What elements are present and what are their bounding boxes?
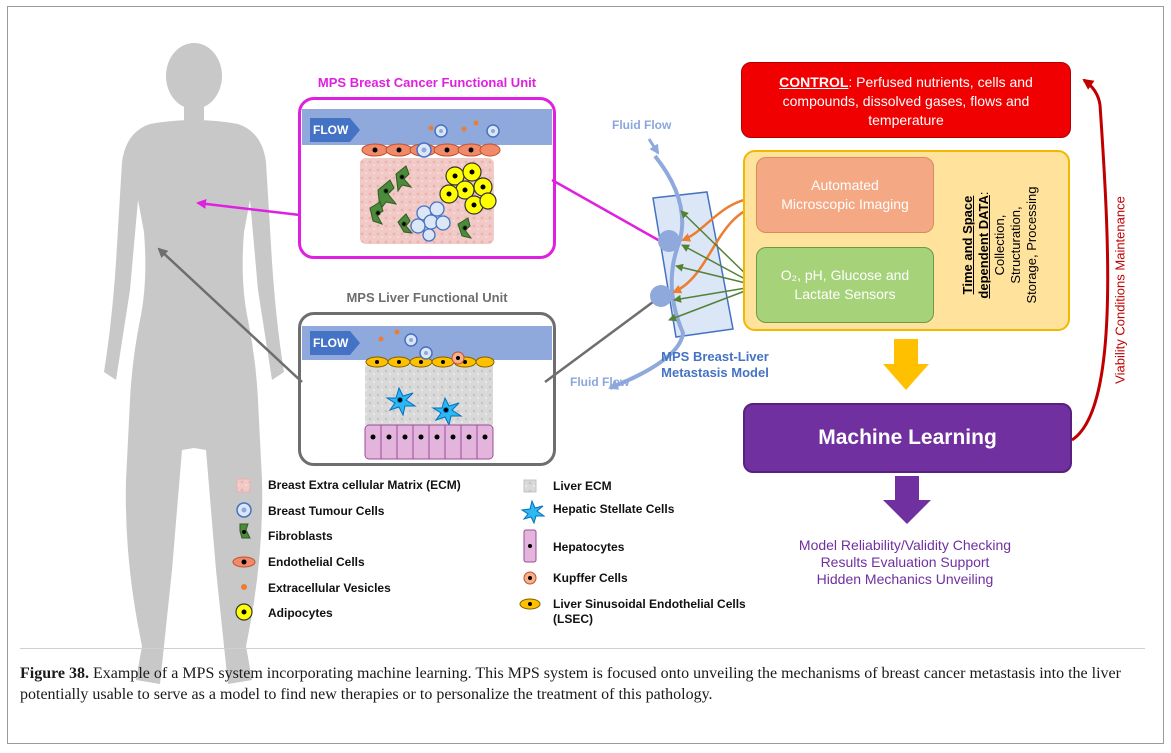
viability-label: Viability Conditions Maintenance — [1112, 196, 1128, 384]
control-box: CONTROL: Perfused nutrients, cells and c… — [741, 62, 1071, 138]
caption-label: Figure 38. — [20, 665, 90, 682]
chip-model-label-line1: MPS Breast-Liver — [661, 349, 769, 364]
breast-functional-unit — [298, 97, 556, 259]
ml-to-outcomes-arrow — [883, 476, 931, 524]
data-text-line3: Storage, Processing — [1024, 186, 1039, 304]
data-text-line2: Structuration, — [1008, 206, 1023, 284]
outcomes-list: Model Reliability/Validity Checking Resu… — [760, 537, 1050, 588]
imaging-line2: Microscopic Imaging — [781, 196, 909, 212]
legend-extracellular-vesicles: Extracellular Vesicles — [268, 581, 391, 595]
machine-learning-box: Machine Learning — [743, 403, 1072, 473]
data-title-line1: Time and Space — [960, 195, 975, 295]
liver-hepatocytes — [364, 424, 494, 460]
viability-label-wrap: Viability Conditions Maintenance — [1110, 196, 1130, 384]
liver-flow-arrow: FLOW — [310, 331, 360, 355]
outcome-item: Hidden Mechanics Unveiling — [816, 571, 994, 587]
legend-adipocytes: Adipocytes — [268, 606, 333, 620]
control-text: : Perfused nutrients, cells and compound… — [782, 74, 1033, 128]
control-title: CONTROL — [779, 74, 849, 90]
chip-model-label: MPS Breast-Liver Metastasis Model — [655, 349, 775, 381]
breast-unit-graphics — [302, 109, 552, 244]
legend-lsec-abbrev: (LSEC) — [553, 612, 593, 626]
breast-to-body-arrow — [196, 198, 301, 217]
breast-fibroblasts — [369, 165, 473, 239]
sensors-line2: Lactate Sensors — [794, 286, 896, 302]
legend-endothelial-cells: Endothelial Cells — [268, 555, 365, 569]
caption-text: Example of a MPS system incorporating ma… — [20, 665, 1121, 703]
liver-stellate-cells — [385, 386, 463, 427]
legend-breast-tumour-cells: Breast Tumour Cells — [268, 504, 385, 518]
outcome-item: Results Evaluation Support — [820, 554, 990, 570]
liver-to-chip-line — [544, 294, 662, 384]
liver-to-body-arrow — [157, 247, 303, 383]
legend-icons-left — [232, 478, 256, 621]
breast-flow-arrow: FLOW — [310, 118, 360, 142]
data-to-ml-arrow — [883, 339, 929, 390]
human-silhouette — [104, 43, 284, 684]
liver-unit-title: MPS Liver Functional Unit — [346, 290, 508, 305]
fluid-flow-bottom-label: Fluid Flow — [570, 375, 630, 389]
legend-liver-ecm: Liver ECM — [553, 479, 612, 493]
mps-chip — [608, 138, 734, 390]
legend-fibroblasts: Fibroblasts — [268, 529, 333, 543]
legend-kupffer-cells: Kupffer Cells — [553, 571, 628, 585]
data-title-line2: dependent DATA — [976, 195, 991, 299]
legend-hepatic-stellate-cells: Hepatic Stellate Cells — [553, 502, 675, 516]
imaging-box: Automated Microscopic Imaging — [756, 157, 934, 233]
breast-to-chip-line — [551, 178, 661, 243]
liver-functional-unit — [298, 312, 556, 466]
breast-tumour-cluster — [410, 201, 451, 242]
imaging-line1: Automated — [811, 177, 879, 193]
outcome-item: Model Reliability/Validity Checking — [798, 537, 1012, 553]
legend-hepatocytes: Hepatocytes — [553, 540, 625, 554]
breast-adipocytes — [439, 162, 497, 215]
legend-breast-ecm: Breast Extra cellular Matrix (ECM) — [268, 478, 461, 492]
viability-feedback-arrow — [1071, 78, 1110, 442]
fluid-flow-top-label: Fluid Flow — [612, 118, 672, 132]
breast-unit-title: MPS Breast Cancer Functional Unit — [317, 75, 537, 90]
sensors-line1: O₂, pH, Glucose and — [780, 267, 910, 283]
legend-icons-right — [519, 479, 546, 610]
sensors-box: O₂, pH, Glucose and Lactate Sensors — [756, 247, 934, 323]
data-text-line1: Collection, — [992, 214, 1007, 276]
chip-model-label-line2: Metastasis Model — [661, 365, 769, 380]
data-description: Time and Space dependent DATA: Collectio… — [950, 180, 1050, 310]
legend-lsec: Liver Sinusoidal Endothelial Cells — [553, 597, 746, 611]
caption-divider — [20, 648, 1145, 649]
figure-caption: Figure 38. Example of a MPS system incor… — [20, 663, 1145, 705]
